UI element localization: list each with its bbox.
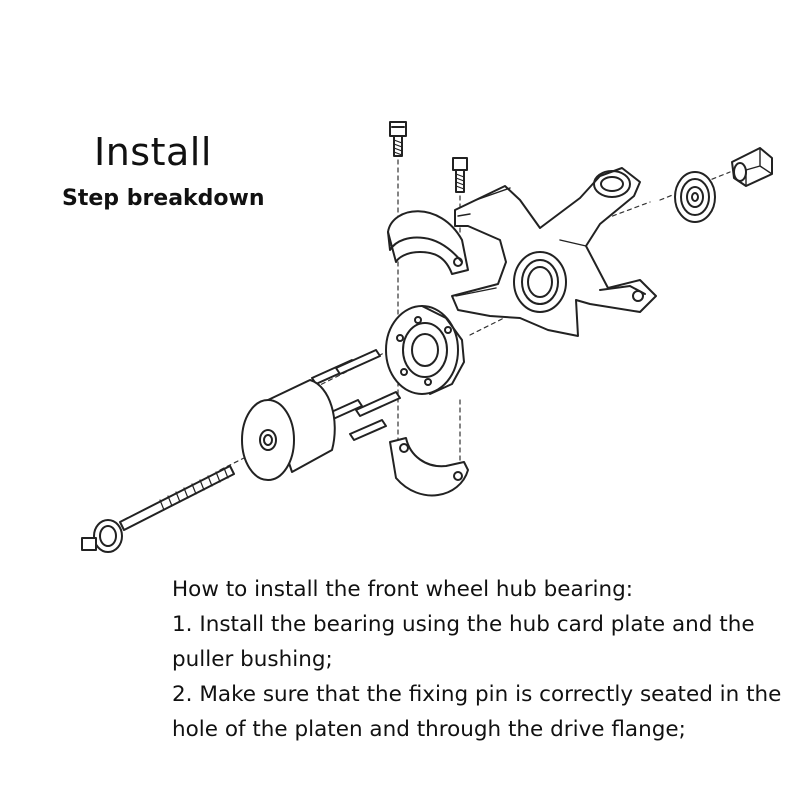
steering-knuckle bbox=[451, 167, 657, 337]
page-subtitle: Step breakdown bbox=[62, 186, 265, 211]
puller-bushing bbox=[241, 379, 336, 481]
upper-half-collar bbox=[387, 210, 469, 275]
wheel-hub-flange bbox=[385, 305, 465, 395]
nut bbox=[731, 147, 773, 187]
bearing bbox=[674, 171, 716, 223]
bolt-upper bbox=[389, 121, 407, 157]
exploded-assembly-diagram bbox=[81, 121, 773, 553]
instructions-block: How to install the front wheel hub beari… bbox=[172, 572, 792, 747]
instructions-heading: How to install the front wheel hub beari… bbox=[172, 577, 634, 602]
bolt-lower bbox=[452, 157, 468, 193]
page-title: Install bbox=[94, 130, 212, 174]
threaded-rod bbox=[81, 465, 235, 553]
instruction-step: 1. Install the bearing using the hub car… bbox=[172, 612, 755, 672]
instruction-step: 2. Make sure that the fixing pin is corr… bbox=[172, 682, 782, 742]
lower-half-collar bbox=[389, 437, 469, 497]
